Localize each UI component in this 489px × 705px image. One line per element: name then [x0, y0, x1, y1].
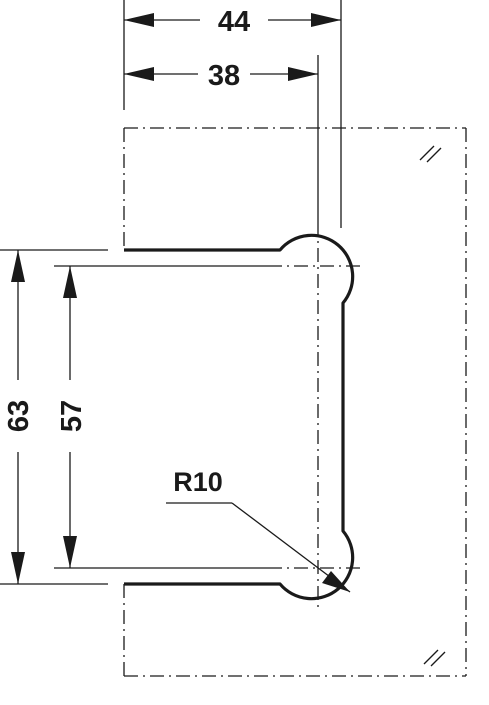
glass-hatch-bottom: [423, 649, 446, 667]
dimension-outer-width: 44: [124, 6, 341, 38]
dimension-inner-width: 38: [124, 60, 318, 92]
dimension-inner-height: 57: [56, 266, 88, 568]
dimension-label-38: 38: [208, 60, 240, 92]
radius-leader: R10: [166, 467, 351, 593]
dimension-label-57: 57: [56, 400, 88, 432]
hinge-profile: [124, 233, 355, 601]
dimension-label-63: 63: [3, 400, 35, 432]
center-lines: [268, 222, 360, 612]
dimension-label-44: 44: [218, 6, 250, 38]
extension-lines: [0, 0, 342, 585]
dimension-outer-height: 63: [3, 250, 35, 584]
glass-hatch-top: [419, 145, 442, 163]
glass-panel-outline: [123, 127, 467, 677]
radius-label: R10: [173, 467, 223, 497]
